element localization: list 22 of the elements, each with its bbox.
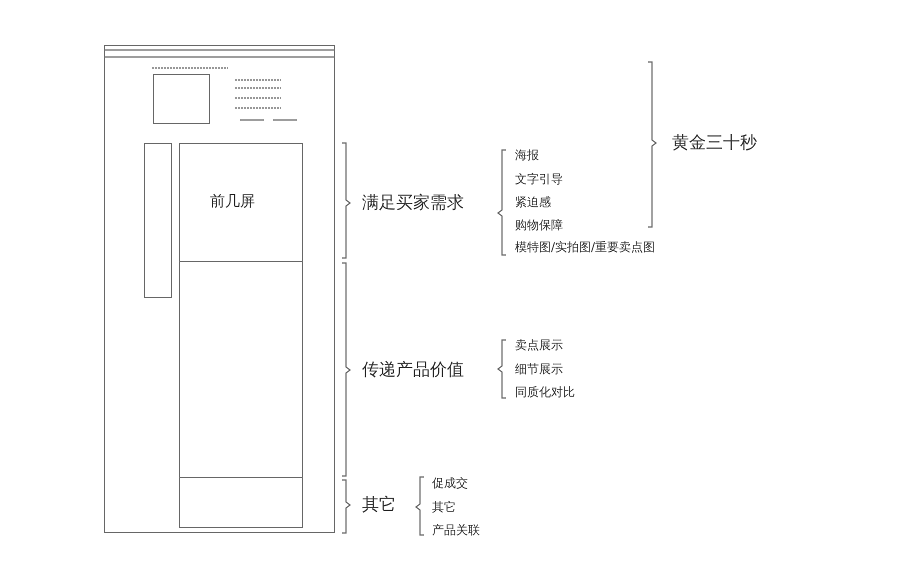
list-item: 紧迫感 bbox=[515, 196, 551, 208]
heading-text: 传递产品价值 bbox=[362, 362, 464, 378]
heading-text: 其它 bbox=[362, 496, 396, 514]
list-item: 促成交 bbox=[432, 477, 468, 489]
heading-text: 满足买家需求 bbox=[362, 194, 464, 212]
list-item: 其它 bbox=[432, 501, 456, 513]
list-item: 文字引导 bbox=[515, 173, 563, 185]
list-item: 产品关联 bbox=[432, 524, 480, 536]
list-item: 海报 bbox=[515, 149, 539, 161]
list-item: 购物保障 bbox=[515, 219, 563, 231]
section-box bbox=[179, 261, 303, 477]
section-label: 前几屏 bbox=[210, 192, 255, 211]
sidebar-box bbox=[144, 143, 172, 298]
section-box bbox=[179, 143, 303, 261]
list-item: 细节展示 bbox=[515, 363, 563, 375]
list-item: 同质化对比 bbox=[515, 386, 575, 398]
page-frame bbox=[104, 45, 335, 533]
list-item: 模特图/实拍图/重要卖点图 bbox=[515, 241, 656, 253]
list-item: 卖点展示 bbox=[515, 339, 563, 351]
section-box bbox=[179, 477, 303, 528]
heading-text: 黄金三十秒 bbox=[672, 134, 757, 152]
image-placeholder bbox=[153, 74, 210, 124]
